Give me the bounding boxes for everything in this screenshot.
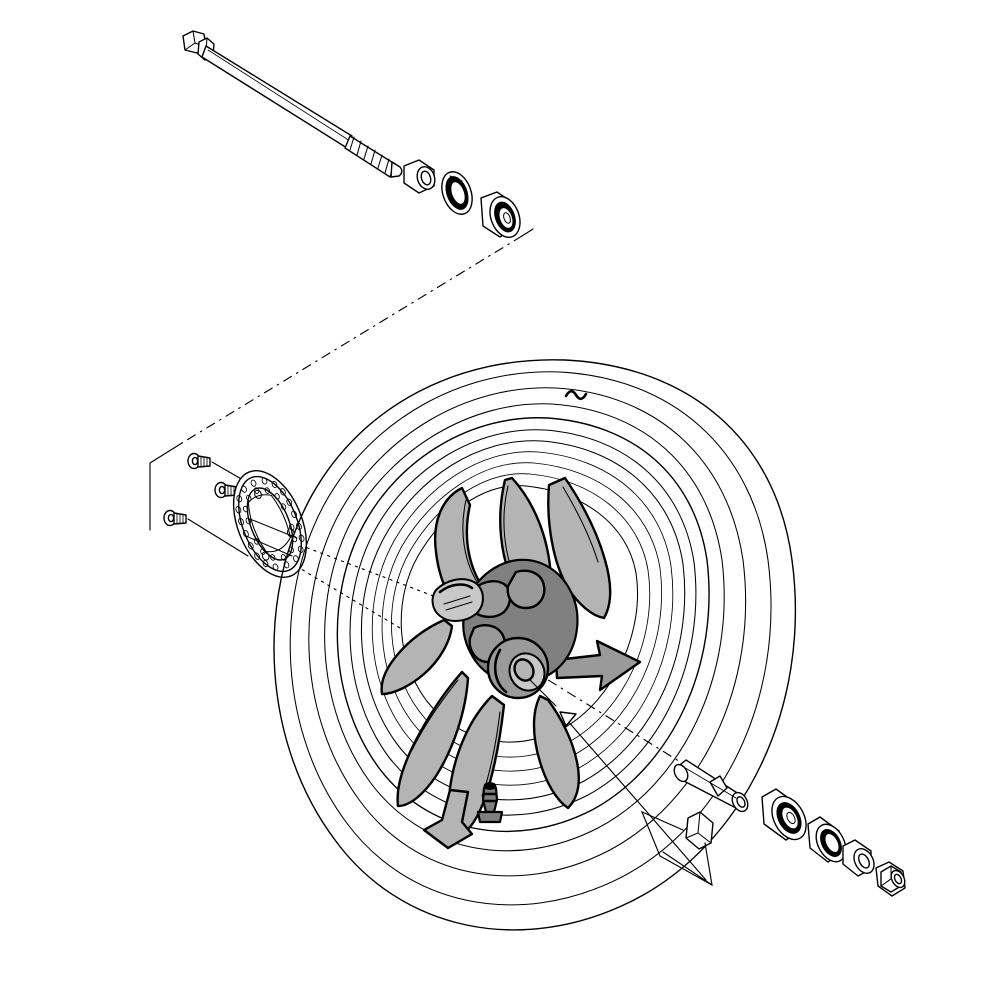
balance-weight[interactable]: [640, 810, 714, 887]
axle-thread-grooves: [349, 136, 390, 174]
hub-boss-bore: [513, 658, 535, 682]
leader-disc-corner-a: [149, 442, 183, 464]
balance-weight-edge2: [685, 832, 699, 839]
axle-spacer-tube[interactable]: [671, 759, 750, 814]
axle-shaft[interactable]: [182, 30, 403, 178]
seal-right-bore: [824, 832, 840, 854]
spacer-tube-highlight: [681, 765, 737, 799]
bearing-left-bore: [503, 212, 511, 224]
hub-pocket-left-line2: [445, 601, 473, 611]
collar-left-bore: [420, 170, 432, 186]
axle-collar-right[interactable]: [842, 839, 878, 877]
axle-nut-hex-facet2: [880, 878, 892, 887]
disc-bolt-3[interactable]: [163, 509, 249, 557]
seal-right-edge: [807, 816, 821, 825]
spoke-top-right-hl: [562, 486, 599, 563]
tire-inner-sidewall: [308, 387, 747, 877]
hub-pocket-left-line: [443, 595, 471, 605]
hub-arrow-tail: [529, 679, 557, 707]
seal-left-lip: [449, 175, 463, 182]
spoke-lower-left-hl: [411, 679, 459, 751]
disc-carrier-outline: [247, 494, 291, 553]
disc-bolt-2-socket: [218, 485, 226, 495]
hub-web-b: [506, 569, 546, 610]
spoke-right-arrow: [554, 639, 642, 692]
hub-arrow-head: [559, 711, 577, 727]
valve-stem[interactable]: [476, 782, 504, 824]
collar-right-edge: [842, 839, 856, 847]
axle-nut[interactable]: [875, 861, 908, 897]
disc-centerline-b: [245, 535, 293, 557]
tire[interactable]: [273, 359, 797, 931]
rim-well-line-2: [381, 462, 663, 772]
wheel-bearing-left[interactable]: [480, 191, 525, 242]
disc-bolt-3-leader: [187, 518, 249, 557]
oil-seal-left[interactable]: [436, 168, 477, 219]
tire-balance-mark: [564, 389, 588, 401]
tire-outer-profile: [273, 359, 797, 931]
leader-disc-to-hub-2: [295, 565, 401, 629]
axle-head-hex-facet2: [184, 42, 196, 51]
disc-bolt-1-threads: [200, 455, 208, 468]
valve-base: [476, 810, 504, 824]
hub-arrow-line: [559, 711, 707, 881]
spoke-lower-left: [396, 670, 470, 808]
disc-bolt-3-socket: [167, 513, 175, 523]
seal-left-bore: [449, 180, 467, 206]
spoke-set[interactable]: [380, 476, 642, 850]
hub-pocket-left-edge: [438, 583, 474, 594]
bearing-left-edge: [480, 191, 498, 199]
axle-collar-left[interactable]: [403, 159, 438, 194]
axle-shank-highlight: [207, 49, 351, 142]
spoke-top-right: [547, 476, 612, 620]
bearing-right-edge: [761, 788, 777, 798]
spoke-left-arm: [380, 618, 454, 696]
disc-bolt-1-socket: [191, 456, 199, 466]
leader-hub-arrow: [529, 679, 707, 881]
axle-tip: [390, 161, 403, 178]
tire-shoulder-line: [289, 371, 772, 906]
assembly-leaders: [149, 228, 691, 769]
disc-centerline-a: [249, 518, 298, 539]
bearing-right-bore: [786, 811, 796, 825]
tire-bead-line: [324, 403, 725, 852]
axle-nut-bore: [893, 873, 903, 885]
spoke-lower-right: [532, 694, 580, 810]
brake-disc[interactable]: [219, 460, 320, 588]
balance-weight-arrow-outline: [640, 810, 713, 887]
spacer-tube-shoulder: [709, 775, 728, 797]
spacer-tube-bore: [736, 796, 746, 808]
collar-right-bore: [857, 853, 871, 869]
valve-cap: [483, 782, 497, 790]
leader-bearing-to-disc: [181, 235, 523, 444]
wheel-bearing-right[interactable]: [761, 788, 813, 845]
balance-weight-arrow-stem: [662, 851, 713, 886]
disc-bolt-1[interactable]: [187, 452, 263, 492]
axle-thread-body: [344, 135, 396, 178]
leader-disc-to-hub: [299, 544, 471, 611]
spacer-tube-left-face: [673, 763, 689, 783]
spoke-bottom-foot: [422, 788, 474, 850]
collar-left-top: [403, 159, 420, 167]
rim-outer-lip: [336, 417, 710, 833]
leader-bearing-tip: [521, 228, 534, 237]
disc-bolt-3-threads: [176, 512, 184, 525]
leader-spacer-to-hub: [544, 677, 691, 769]
hub-boss-shadow: [493, 648, 508, 694]
oil-seal-right[interactable]: [807, 816, 852, 867]
